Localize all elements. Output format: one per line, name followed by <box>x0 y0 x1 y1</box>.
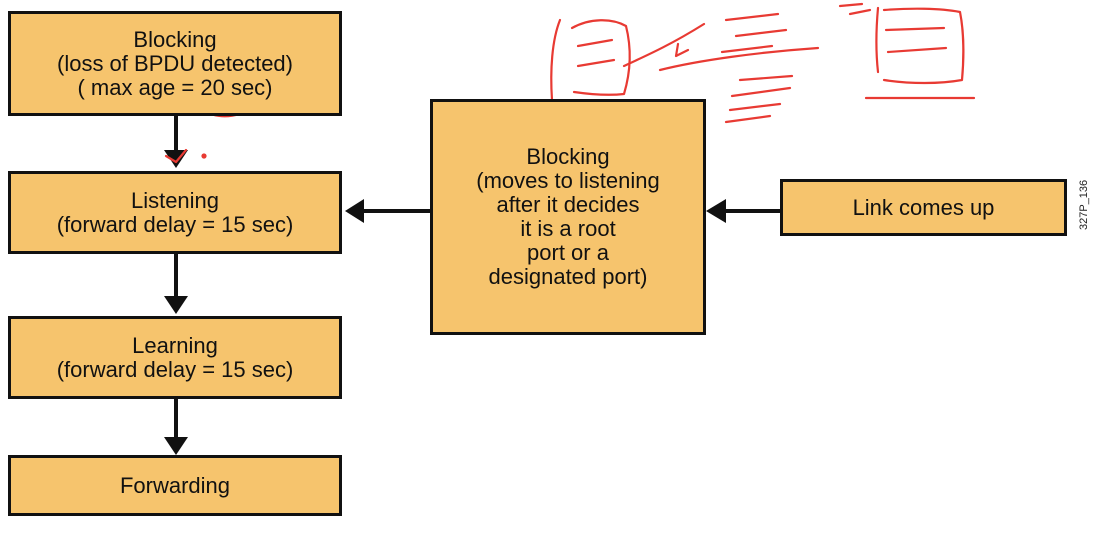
blocking-decide-line3: after it decides <box>496 192 640 217</box>
annotation-scribble-left-bracket <box>550 18 562 102</box>
learning-line2: (forward delay = 15 sec) <box>56 356 294 382</box>
blocking-decide-title: Blocking <box>526 144 610 169</box>
annotation-scribble-lower-lines <box>724 74 794 124</box>
listening-box: Listening (forward delay = 15 sec) <box>8 171 342 254</box>
annotation-scribble-arrow <box>622 22 706 68</box>
learning-title: Learning <box>132 332 218 358</box>
forwarding-title: Forwarding <box>119 472 231 498</box>
arrowhead-listening-to-learning <box>164 296 188 314</box>
blocking-maxage-line2: (loss of BPDU detected) <box>57 50 293 76</box>
listening-title: Listening <box>130 187 220 213</box>
blocking-decide-line6: designated port) <box>488 264 648 289</box>
annotation-dot <box>201 153 207 159</box>
blocking-maxage-line3: ( max age = 20 sec) <box>77 74 273 100</box>
annotation-scribble-top-small <box>838 2 872 16</box>
link-up-box: Link comes up <box>780 179 1067 236</box>
blocking-maxage-title: Blocking <box>133 26 217 52</box>
arrowhead-blockingdecide-to-listening <box>345 199 364 223</box>
learning-box: Learning (forward delay = 15 sec) <box>8 316 342 399</box>
annotation-scribble-box2 <box>864 6 976 100</box>
blocking-decide-box: Blocking (moves to listening after it de… <box>430 99 706 335</box>
blocking-decide-line4: it is a root <box>520 216 616 241</box>
blocking-maxage-box: Blocking (loss of BPDU detected) ( max a… <box>8 11 342 116</box>
arrowhead-linkup-to-blocking <box>706 199 726 223</box>
blocking-decide-line5: port or a <box>527 240 609 265</box>
annotation-scribble-mid-lines <box>658 12 820 72</box>
arrowhead-learning-to-forwarding <box>164 437 188 455</box>
listening-line2: (forward delay = 15 sec) <box>56 211 294 237</box>
figure-id-label: 327P_136 <box>1078 179 1090 230</box>
annotation-tick-mark <box>164 148 188 164</box>
forwarding-box: Forwarding <box>8 455 342 516</box>
annotation-scribble-box1 <box>570 19 631 96</box>
blocking-decide-line2: (moves to listening <box>476 168 660 193</box>
link-up-label: Link comes up <box>852 194 995 220</box>
